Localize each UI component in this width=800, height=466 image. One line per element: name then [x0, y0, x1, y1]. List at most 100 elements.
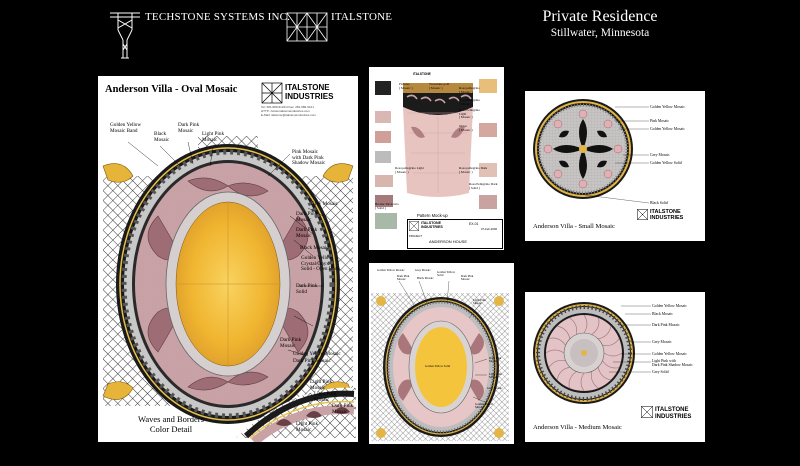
techstone-brand: TECHSTONE SYSTEMS INC.: [145, 11, 291, 23]
mockup-l8: Rosa pellegrino Dark ( Mosaic ): [459, 166, 488, 174]
small-brand-line1: ITALSTONE: [650, 209, 681, 215]
small-l-pink: Pink Mosaic: [650, 119, 670, 123]
swatch-7: [479, 79, 497, 93]
mockup-brand-line2: INDUSTRIES: [421, 225, 443, 229]
swatch-9: [479, 163, 497, 177]
medium-l-a: Golden Yellow Mosaic: [652, 304, 687, 308]
label-golden-onyx: Golden Yellow Crystal/Onyx Solid - Open …: [301, 255, 341, 273]
pattern-mockup-sheet[interactable]: ITALSTONE Pictures ( Mosaic ) Travertine…: [369, 67, 504, 250]
oval-small-l-f: Dark Pink Mosaic: [461, 274, 474, 282]
label-detail-light-pink2: Light Pink Mosaic: [314, 391, 337, 403]
mockup-l4: Rosa Pellegrino ( Mosaic ): [459, 98, 480, 106]
brand-line1: ITALSTONE: [285, 83, 330, 92]
mockup-brand: ITALSTONE: [413, 72, 431, 76]
petal-line: [598, 326, 612, 340]
label-detail-dark-pink3: Dark Pink Mosaic: [332, 403, 354, 415]
brand-contact2: HTTP: //www.italstoneindustries.com: [261, 109, 310, 113]
label-detail-light-pink3: Light Pink Mosaic: [296, 421, 319, 433]
small-caption: Anderson Villa - Small Mosaic: [533, 223, 615, 230]
small-l-golden2: Golden Yellow Mosaic: [650, 127, 685, 131]
swatch-10: [479, 195, 497, 209]
oval-mosaic-sheet[interactable]: Anderson Villa - Oval Mosaic ITALSTONE I…: [98, 76, 358, 442]
medium-leaders: [609, 305, 651, 373]
mockup-sheet-no: EX-01: [469, 222, 479, 226]
oval-small-l-g: Light Pink Mosaic: [473, 298, 486, 306]
oval-small-l-k: Grey Mosaic: [487, 386, 503, 390]
oval-small-l-d: Black Mosaic: [417, 276, 434, 280]
petal-line: [569, 317, 578, 335]
small-l-golden: Golden Yellow Mosaic: [650, 105, 685, 109]
medium-caption: Anderson Villa - Medium Mosaic: [533, 424, 622, 431]
label-detail-light-pink: Light Pink Mosaic: [310, 379, 333, 391]
label-detail-dark-pink: Dark Pink Mosaic: [280, 337, 302, 349]
medium-l-e: Golden Yellow Mosaic: [652, 352, 687, 356]
mockup-l9: Bronze Tarracotta ( Solid ): [375, 202, 399, 210]
mockup-project-label: PROJECT: [409, 234, 423, 238]
mockup-l2: Travertine gold ( Mosaic ): [429, 82, 450, 90]
mockup-l5: Rosa Pellegrino Light ( Mosaic ): [459, 108, 480, 120]
medium-brand-line1: ITALSTONE: [655, 407, 689, 413]
medium-l-c: Dark Pink Mosaic: [652, 323, 680, 327]
label-pink-shadow: Pink Mosaic with Dark Pink Shadow Mosaic: [292, 149, 326, 167]
mockup-title-block: [407, 219, 503, 249]
petal-line: [557, 325, 571, 339]
oval-small-l-l: Golden Yellow Mosaic: [475, 402, 494, 410]
oval-small-drawing: [371, 280, 509, 441]
petal-line: [548, 337, 566, 346]
italstone-brand: ITALSTONE: [331, 11, 393, 23]
label-grey: Grey Mosaic: [311, 201, 338, 207]
swatch-6: [375, 213, 397, 229]
label-black-mosaic: Black Mosaic: [300, 245, 329, 251]
page-title: Private Residence: [542, 8, 658, 25]
mockup-l7: Rosa pellegrino Light ( Mosaic ): [395, 166, 424, 174]
mockup-l3: Rosa pellegrino ( Mosaic ): [459, 86, 480, 94]
oval-small-l-j: Light Pink Mosaic: [489, 372, 502, 380]
petal-line: [602, 338, 620, 347]
label-dark-pink-solid: Dark Pink Solid: [296, 283, 318, 295]
oval-small-sheet[interactable]: Golden Yellow Mosaic Dark Pink Mosaic Gr…: [369, 263, 514, 444]
petal-line: [568, 371, 577, 389]
medium-mosaic-drawing: [533, 302, 635, 404]
medium-l-b: Black Mosaic: [652, 312, 673, 316]
petal-line: [583, 314, 588, 334]
brand-contact1: Tel: 281-689-9122/4 Fax: 281-689-9121: [261, 105, 314, 109]
detail-caption: Waves and Borders Color Detail: [138, 414, 204, 434]
petal-line: [548, 359, 566, 368]
mockup-brand-line1: ITALSTONE: [421, 221, 442, 225]
small-brand-line2: INDUSTRIES: [650, 215, 684, 221]
swatch-5: [375, 195, 393, 207]
italstone-logo-icon: [286, 12, 328, 42]
label-dark-pink-2: Dark Pink Mosaic: [296, 227, 318, 239]
medium-mosaic-sheet[interactable]: Golden Yellow Mosaic Black Mosaic Dark P…: [525, 292, 705, 442]
oval-sheet-title: Anderson Villa - Oval Mosaic: [105, 84, 238, 95]
mockup-l10: Rosa Pellegrino Dark ( Solid ): [469, 182, 498, 190]
petal-line: [603, 352, 623, 357]
swatch-1: [375, 111, 391, 123]
petal-line: [591, 317, 600, 335]
small-mosaic-sheet[interactable]: Golden Yellow Mosaic Pink Mosaic Golden …: [525, 91, 705, 241]
mockup-l1: Pictures ( Mosaic ): [399, 82, 413, 90]
label-dark-pink-1: Dark Pink Mosaic: [296, 211, 318, 223]
small-l-black-solid: Black Solid: [650, 201, 668, 205]
medium-l-g: Grey Solid: [652, 370, 669, 374]
swatch-8: [479, 123, 497, 137]
small-l-golden-solid: Golden Yellow Solid: [650, 161, 682, 165]
petal-line: [545, 349, 565, 354]
mockup-date: 07-Feb-2006: [481, 227, 498, 231]
petal-line: [597, 367, 611, 381]
mockup-l6: Onice ( Mosaic ): [459, 124, 473, 132]
oval-small-l-a: Golden Yellow Mosaic: [377, 268, 405, 272]
label-golden-band: Golden Yellow Mosaic Band: [110, 122, 142, 134]
petal-line: [590, 371, 599, 389]
label-black: Black Mosaic: [154, 131, 170, 143]
swatch-2: [375, 131, 391, 143]
techstone-logo-icon: [110, 12, 140, 59]
oval-small-l-i: Dark Pink Mosaic: [489, 356, 502, 364]
label-dark-pink-top: Dark Pink Mosaic: [178, 122, 200, 134]
oval-small-l-c: Grey Mosaic: [415, 268, 431, 272]
label-detail-dark-pink2: Dark Pink Mosaic: [293, 358, 331, 364]
small-l-grey: Grey Mosaic: [650, 153, 670, 157]
petal-line: [556, 366, 570, 380]
label-light-pink: Light Pink Mosaic: [202, 131, 225, 143]
medium-l-f: Light Pink with Dark Pink Shadow Mosaic: [652, 359, 693, 367]
